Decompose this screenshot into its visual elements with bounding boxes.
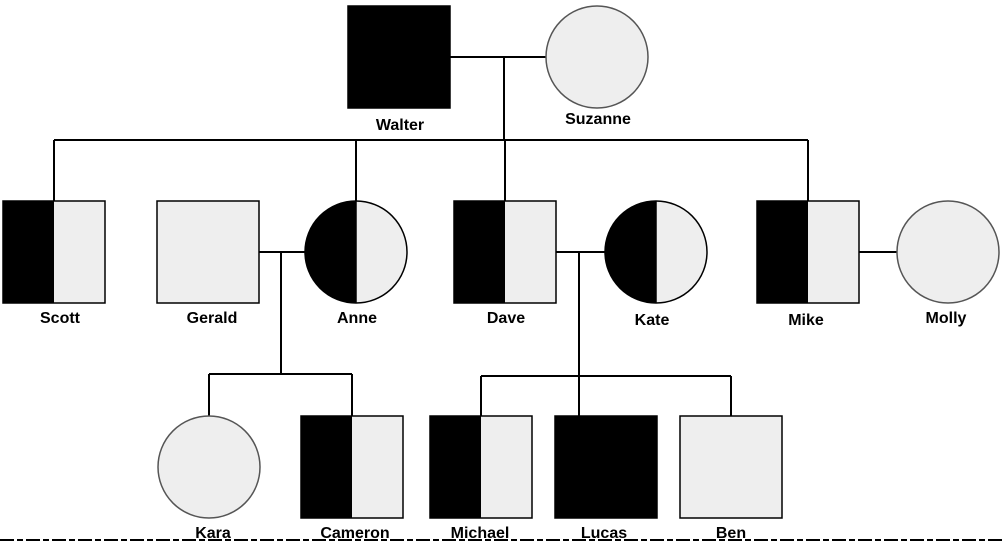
square-carrier-icon xyxy=(453,200,557,304)
person-walter: Walter xyxy=(347,5,451,134)
person-name-kara: Kara xyxy=(195,525,231,542)
person-name-scott: Scott xyxy=(40,310,81,327)
person-name-gerald: Gerald xyxy=(187,310,238,327)
square-unaffected-icon xyxy=(679,415,783,519)
person-name-cameron: Cameron xyxy=(320,525,389,542)
person-lucas: Lucas xyxy=(554,415,658,542)
person-name-ben: Ben xyxy=(716,525,746,542)
person-name-suzanne: Suzanne xyxy=(565,111,631,128)
person-anne: Anne xyxy=(304,200,408,327)
person-ben: Ben xyxy=(679,415,783,542)
person-name-kate: Kate xyxy=(635,312,670,329)
square-carrier-icon xyxy=(300,415,404,519)
person-michael: Michael xyxy=(429,415,533,542)
circle-carrier-icon xyxy=(604,200,708,304)
person-mike: Mike xyxy=(756,200,860,329)
person-name-lucas: Lucas xyxy=(581,525,627,542)
person-dave: Dave xyxy=(453,200,557,327)
connector-lines xyxy=(53,56,897,416)
square-carrier-icon xyxy=(2,200,106,304)
square-carrier-icon xyxy=(429,415,533,519)
circle-unaffected-icon xyxy=(157,415,261,519)
person-gerald: Gerald xyxy=(156,200,260,327)
circle-unaffected-icon xyxy=(545,5,649,109)
square-carrier-icon xyxy=(756,200,860,304)
square-unaffected-icon xyxy=(156,200,260,304)
person-name-anne: Anne xyxy=(337,310,377,327)
person-molly: Molly xyxy=(896,200,1000,327)
person-kara: Kara xyxy=(157,415,261,542)
square-affected-icon xyxy=(554,415,658,519)
person-name-michael: Michael xyxy=(451,525,510,542)
person-suzanne: Suzanne xyxy=(545,5,649,128)
circle-carrier-icon xyxy=(304,200,408,304)
person-name-dave: Dave xyxy=(487,310,525,327)
person-name-walter: Walter xyxy=(376,117,424,134)
square-affected-icon xyxy=(347,5,451,109)
person-cameron: Cameron xyxy=(300,415,404,542)
person-scott: Scott xyxy=(2,200,106,327)
person-name-molly: Molly xyxy=(926,310,967,327)
circle-unaffected-icon xyxy=(896,200,1000,304)
person-name-mike: Mike xyxy=(788,312,824,329)
person-kate: Kate xyxy=(604,200,708,329)
